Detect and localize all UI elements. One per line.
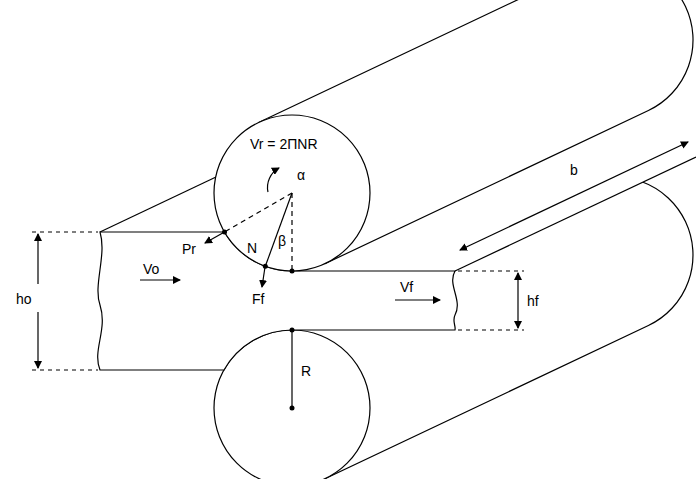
- hf-dimension-arrow: [517, 273, 518, 328]
- neutral-dot: [263, 264, 268, 269]
- entry-velocity-arrow: [140, 279, 180, 280]
- upper-roll-face: [214, 115, 370, 271]
- angle-label: α: [297, 167, 305, 183]
- contact-dot: [222, 230, 227, 235]
- point-label-holder: N: [247, 239, 257, 257]
- hf-extension-top: [458, 270, 524, 271]
- dimension-label: hf: [527, 293, 539, 309]
- lower-contact-dot: [290, 328, 295, 333]
- rotation-arrow: [267, 168, 279, 192]
- dimension-label-holder: ho: [16, 290, 32, 308]
- dimension-label-holder: hf: [527, 292, 539, 310]
- angle-label: β: [278, 233, 286, 249]
- ho-extension-top: [32, 231, 98, 232]
- entry-angle-line: [225, 193, 293, 232]
- dimension-label: b: [570, 162, 578, 178]
- force-label-holder: Ff: [252, 290, 264, 308]
- radius-line: [291, 330, 292, 408]
- velocity-label: Vf: [400, 279, 413, 295]
- dimension-label-holder: b: [570, 161, 578, 179]
- dimension-label: ho: [16, 291, 32, 307]
- vertical-center-line: [291, 193, 292, 271]
- velocity-label-holder: Vf: [400, 278, 413, 296]
- ho-dimension-arrow: [37, 234, 38, 284]
- ho-extension-bottom: [32, 369, 98, 370]
- force-label: Pr: [182, 241, 196, 257]
- pressure-arrow: [205, 232, 225, 243]
- exit-dot: [290, 269, 295, 274]
- dimension-label-holder: R: [301, 362, 311, 380]
- angle-label-holder: α: [297, 166, 305, 184]
- velocity-label-holder: Vr = 2ΠNR: [250, 135, 318, 153]
- ho-dimension-arrow: [37, 312, 38, 368]
- lower-center-dot: [290, 406, 295, 411]
- force-label: Ff: [252, 291, 264, 307]
- velocity-label-holder: Vo: [143, 260, 159, 278]
- hf-extension-bottom: [458, 329, 524, 330]
- friction-arrow: [262, 267, 265, 287]
- neutral-angle-line: [265, 193, 292, 266]
- exit-velocity-arrow: [395, 299, 440, 300]
- force-label-holder: Pr: [182, 240, 196, 258]
- angle-label-holder: β: [278, 232, 286, 250]
- dimension-label: R: [301, 363, 311, 379]
- velocity-label: Vo: [143, 261, 159, 277]
- b-dimension-arrow: [460, 142, 688, 250]
- velocity-label: Vr = 2ΠNR: [250, 136, 318, 152]
- entry-strip-back-edge: [100, 177, 216, 232]
- point-label: N: [247, 240, 257, 256]
